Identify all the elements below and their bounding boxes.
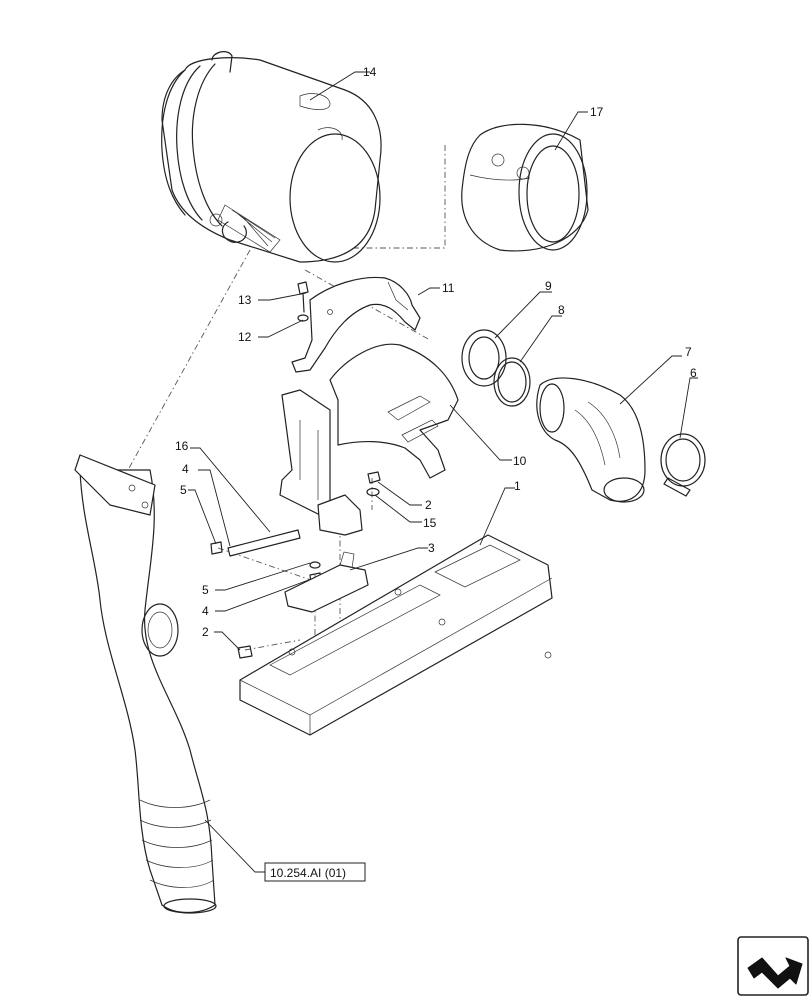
reference-box[interactable] [264, 862, 366, 882]
callout-16: 16 [175, 439, 189, 453]
part-3-mounting-bracket [284, 551, 369, 613]
callout-14: 14 [363, 65, 377, 79]
callout-3: 3 [428, 541, 435, 555]
callout-5-upper: 5 [180, 483, 187, 497]
part-6-hose-clamp [660, 433, 706, 497]
callout-2-upper: 2 [425, 498, 432, 512]
part-17-precleaner-ring [461, 123, 589, 252]
callout-10: 10 [513, 454, 527, 468]
callout-1: 1 [514, 479, 521, 493]
part-13-bolt [297, 281, 309, 313]
intake-hose [74, 454, 217, 914]
reference-label: 10.254.AI (01) [270, 866, 346, 880]
callout-11: 11 [442, 281, 455, 295]
part-4-washer-right [309, 561, 321, 569]
callouts: 14 17 11 13 12 9 8 7 6 10 1 2 15 16 4 5 … [175, 65, 697, 639]
part-8-seal-ring [493, 357, 531, 407]
part-2-nut-lower [237, 645, 253, 659]
callout-15: 15 [423, 516, 437, 530]
callout-4-lower: 4 [202, 604, 209, 618]
part-14-air-cleaner [161, 51, 382, 263]
part-12-washer [297, 314, 309, 322]
part-9-clamp [461, 329, 507, 387]
part-11-upper-bracket [291, 276, 421, 373]
part-16-strap [227, 529, 301, 557]
part-10-support-bracket [279, 343, 459, 536]
callout-6: 6 [690, 366, 697, 380]
callout-4-upper: 4 [182, 462, 189, 476]
callout-9: 9 [545, 279, 552, 293]
callout-12: 12 [238, 330, 252, 344]
part-7-elbow-hose [536, 377, 646, 503]
leader-lines [188, 71, 698, 873]
callout-7: 7 [685, 345, 692, 359]
part-5-nut-left [210, 541, 223, 555]
callout-13: 13 [238, 293, 252, 307]
callout-8: 8 [558, 303, 565, 317]
callout-5-lower: 5 [202, 583, 209, 597]
reference-link[interactable]: 10.254.AI (01) [264, 862, 366, 882]
next-page-arrow-icon[interactable] [737, 936, 809, 996]
part-1-base-plate [239, 534, 553, 736]
callout-17: 17 [590, 105, 604, 119]
part-15-washer [366, 487, 380, 497]
part-2-nut-upper [367, 471, 381, 484]
callout-2-lower: 2 [202, 625, 209, 639]
